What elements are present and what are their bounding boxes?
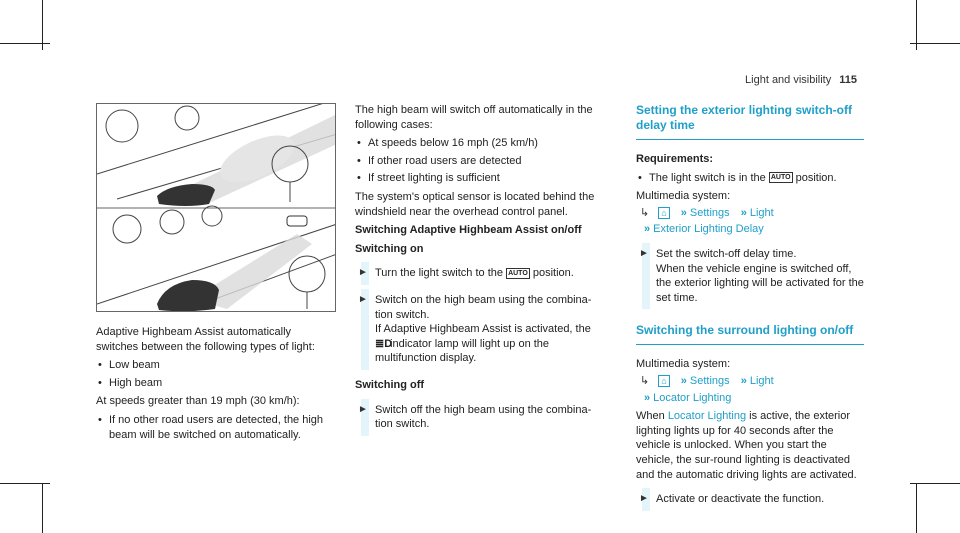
section-title: Light and visibility bbox=[745, 74, 832, 86]
crop-mark bbox=[910, 43, 960, 44]
sensor-note: The system's optical sensor is located b… bbox=[355, 190, 595, 218]
step-item: ► Set the switch-off delay time. When th… bbox=[636, 242, 864, 310]
speed-bullets: If no other road users are detected, the… bbox=[96, 413, 336, 442]
nav-exterior-lighting-delay-link[interactable]: Exterior Lighting Delay bbox=[653, 223, 764, 236]
step-arrow-icon: ► bbox=[639, 493, 649, 505]
locator-description: When Locator Lighting is active, the ext… bbox=[636, 409, 864, 482]
column-left: Adaptive Highbeam Assist automatically s… bbox=[96, 325, 336, 446]
req-text: position. bbox=[795, 171, 837, 184]
chevron-icon: » bbox=[740, 374, 747, 387]
road-scene-svg bbox=[97, 104, 335, 311]
list-item: At speeds below 16 mph (25 km/h) bbox=[355, 136, 605, 151]
chevron-icon: » bbox=[680, 206, 687, 219]
requirements-list: The light switch is in the AUTO position… bbox=[636, 171, 864, 186]
crop-mark bbox=[916, 0, 917, 50]
list-item: If no other road users are detected, the… bbox=[96, 413, 336, 442]
nav-path-item: »Locator Lighting bbox=[636, 391, 864, 406]
nav-path: ↳ ⌂ »Settings »Light bbox=[636, 374, 864, 389]
off-intro: The high beam will switch off automatica… bbox=[355, 104, 593, 131]
step-text: Activate or deactivate the function. bbox=[656, 493, 825, 506]
surround-heading: Switching the surround lighting on/off bbox=[636, 323, 864, 346]
step-arrow-icon: ► bbox=[358, 267, 368, 279]
page-number: 115 bbox=[839, 74, 857, 86]
desc-text: When bbox=[636, 410, 665, 423]
delay-heading: Setting the exterior lighting switch-off… bbox=[636, 103, 864, 140]
req-text: The light switch is in the bbox=[649, 171, 766, 184]
column-middle: The high beam will switch off automatica… bbox=[355, 103, 605, 444]
requirements-label: Requirements: bbox=[636, 153, 714, 165]
step-text: If Adaptive Highbeam Assist is activated… bbox=[375, 323, 591, 336]
highbeam-indicator-icon: ≣D bbox=[375, 337, 393, 350]
nav-light-link[interactable]: Light bbox=[749, 374, 774, 387]
desc-text: is active, the exterior lighting lights … bbox=[636, 410, 857, 481]
step-arrow-icon: ► bbox=[358, 293, 368, 305]
switching-on-heading: Switching on bbox=[355, 242, 424, 255]
multimedia-label: Multimedia system: bbox=[636, 190, 731, 203]
list-item: The light switch is in the AUTO position… bbox=[636, 171, 864, 186]
step-text: Set the switch-off delay time. bbox=[656, 247, 797, 260]
home-icon[interactable]: ⌂ bbox=[658, 374, 670, 387]
step-item: ► Activate or deactivate the function. bbox=[636, 488, 864, 511]
step-text: When the vehicle engine is switched off,… bbox=[656, 262, 864, 304]
step-text: indicator lamp will light up on the mult… bbox=[375, 337, 550, 365]
step-item: ► Turn the light switch to the AUTO posi… bbox=[355, 262, 605, 285]
chevron-icon: » bbox=[740, 206, 747, 219]
switching-off-heading: Switching off bbox=[355, 378, 425, 391]
crop-mark bbox=[0, 483, 50, 484]
light-types-list: Low beam High beam bbox=[96, 358, 336, 390]
step-item: ► Switch on the high beam using the comb… bbox=[355, 288, 605, 370]
speed-note: At speeds greater than 19 mph (30 km/h): bbox=[96, 395, 300, 408]
nav-light-link[interactable]: Light bbox=[749, 206, 774, 219]
crop-mark bbox=[42, 0, 43, 50]
nav-hook-icon: ↳ bbox=[640, 206, 650, 219]
nav-locator-lighting-link[interactable]: Locator Lighting bbox=[653, 391, 732, 404]
step-text: Switch on the high beam using the combin… bbox=[375, 293, 592, 321]
list-item: If street lighting is sufficient bbox=[355, 171, 605, 186]
multimedia-label: Multimedia system: bbox=[636, 358, 731, 371]
off-cases-list: At speeds below 16 mph (25 km/h) If othe… bbox=[355, 136, 605, 186]
chevron-icon: » bbox=[644, 223, 651, 236]
locator-lighting-link[interactable]: Locator Lighting bbox=[667, 410, 747, 423]
nav-hook-icon: ↳ bbox=[640, 374, 650, 387]
step-text: Turn the light switch to the bbox=[375, 267, 503, 280]
crop-mark bbox=[910, 483, 960, 484]
home-icon[interactable]: ⌂ bbox=[658, 206, 670, 219]
list-item: High beam bbox=[96, 376, 336, 391]
column-right: Setting the exterior lighting switch-off… bbox=[636, 103, 864, 519]
auto-indicator-icon: AUTO bbox=[506, 267, 530, 279]
step-arrow-icon: ► bbox=[358, 403, 368, 415]
step-item: ► Switch off the high beam using the com… bbox=[355, 398, 605, 436]
step-text: position. bbox=[532, 267, 574, 280]
nav-settings-link[interactable]: Settings bbox=[689, 206, 730, 219]
crop-mark bbox=[916, 483, 917, 533]
nav-settings-link[interactable]: Settings bbox=[689, 374, 730, 387]
chevron-icon: » bbox=[680, 374, 687, 387]
intro-text: Adaptive Highbeam Assist automatically s… bbox=[96, 326, 315, 353]
highbeam-illustration bbox=[96, 103, 336, 312]
chevron-icon: » bbox=[644, 391, 651, 404]
auto-indicator-icon: AUTO bbox=[768, 172, 793, 184]
crop-mark bbox=[42, 483, 43, 533]
switching-heading: Switching Adaptive Highbeam Assist on/of… bbox=[355, 224, 582, 237]
list-item: If other road users are detected bbox=[355, 154, 605, 169]
step-arrow-icon: ► bbox=[639, 247, 649, 259]
page-header: Light and visibility 115 bbox=[745, 73, 857, 88]
nav-path: ↳ ⌂ »Settings »Light bbox=[636, 206, 864, 221]
crop-mark bbox=[0, 43, 50, 44]
nav-path-item: »Exterior Lighting Delay bbox=[636, 222, 864, 237]
list-item: Low beam bbox=[96, 358, 336, 373]
step-text: Switch off the high beam using the combi… bbox=[375, 403, 592, 431]
